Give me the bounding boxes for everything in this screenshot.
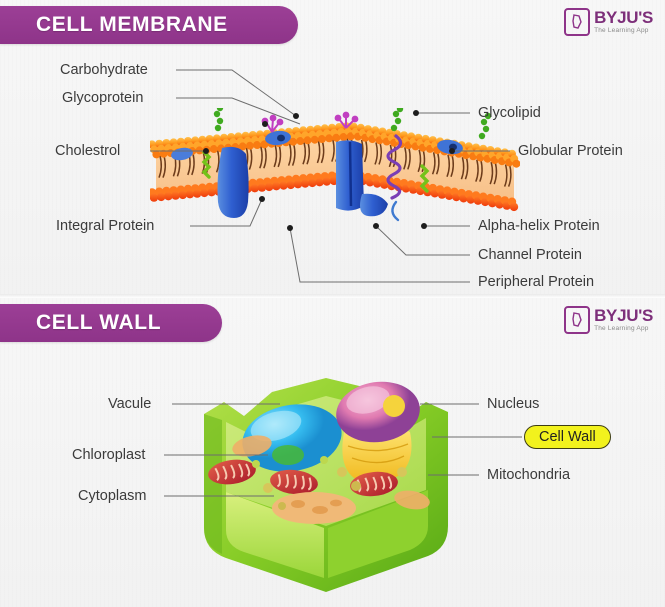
label-vacule: Vacule — [108, 396, 152, 412]
label-mitochondria: Mitochondria — [487, 467, 571, 483]
label-integral-protein: Integral Protein — [56, 218, 155, 234]
brand-tagline: The Learning App — [594, 27, 649, 35]
label-glycoprotein: Glycoprotein — [62, 90, 144, 106]
plant-cell-illustration — [204, 378, 448, 592]
byjus-logo-bottom: BYJU'S The Learning App — [564, 306, 653, 334]
byjus-mark-icon — [564, 8, 591, 36]
brand-name-2: BYJU'S — [594, 306, 653, 326]
label-cholestrol: Cholestrol — [55, 143, 121, 159]
label-alpha-helix-protein: Alpha-helix Protein — [478, 218, 600, 234]
page-title-cell-membrane: CELL MEMBRANE — [36, 13, 228, 36]
page-title-cell-wall: CELL WALL — [36, 311, 162, 334]
section-divider — [0, 294, 665, 298]
label-glycolipid: Glycolipid — [478, 105, 541, 121]
byjus-logo-top: BYJU'S The Learning App — [564, 8, 653, 36]
integral-protein-shape — [217, 146, 249, 218]
label-globular-protein: Globular Protein — [518, 143, 623, 159]
cell-membrane-illustration — [150, 108, 520, 222]
label-carbohydrate: Carbohydrate — [60, 62, 148, 78]
glycolipid-shape — [213, 108, 492, 140]
cholesterol-shape — [201, 150, 430, 193]
label-cell-wall-highlight: Cell Wall — [524, 425, 611, 449]
label-cytoplasm: Cytoplasm — [78, 488, 147, 504]
cell-wall-title-ribbon: CELL WALL — [0, 304, 222, 342]
byjus-wordmark-2: BYJU'S The Learning App — [594, 307, 653, 333]
alpha-helix-shape — [386, 134, 403, 222]
label-nucleus: Nucleus — [487, 396, 540, 412]
nucleolus-shape — [383, 395, 405, 417]
peripheral-protein-shape — [360, 193, 388, 217]
label-channel-protein: Channel Protein — [478, 247, 582, 263]
brand-name: BYJU'S — [594, 8, 653, 28]
channel-protein-shape — [336, 140, 364, 211]
vesicles-group — [252, 456, 407, 510]
label-chloroplast: Chloroplast — [72, 447, 146, 463]
cell-membrane-title-ribbon: CELL MEMBRANE — [0, 6, 298, 44]
byjus-mark-icon-2 — [564, 306, 591, 334]
brand-tagline-2: The Learning App — [594, 325, 649, 333]
byjus-wordmark: BYJU'S The Learning App — [594, 9, 653, 35]
label-peripheral-protein: Peripheral Protein — [478, 274, 595, 290]
